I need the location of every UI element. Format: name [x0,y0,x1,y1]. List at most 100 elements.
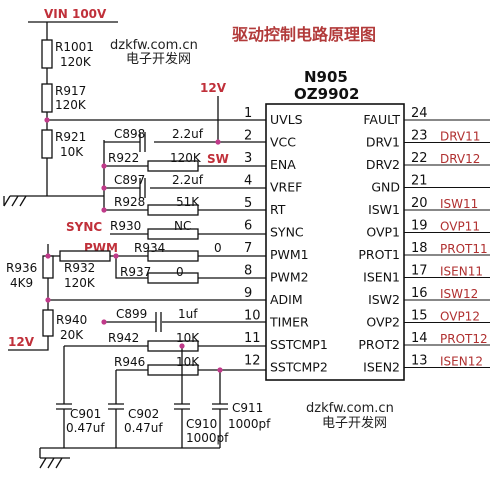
pin-name-sync: SYNC [270,225,304,240]
pin-name-rt: RT [270,202,286,217]
pin-name-ovp2: OVP2 [366,315,400,330]
resistor-r940 [42,309,54,337]
pin-name-isen2: ISEN2 [363,360,400,375]
pin-name-drv1: DRV1 [366,135,400,150]
pin-number-21: 21 [411,174,428,189]
pin-name-isen1: ISEN1 [363,270,400,285]
r1001-val: 120K [60,55,92,69]
pin-number-14: 14 [411,331,428,346]
r937-ref: R937 [120,265,151,279]
resistor-r937 [147,272,199,284]
resistor-r930 [147,228,199,240]
r917-ref: R917 [55,84,86,98]
pin-number-23: 23 [411,129,428,144]
pin-number-3: 3 [244,151,252,166]
c899-ref: C899 [116,307,147,321]
watermark-name-bottom: 电子开发网 [322,415,387,431]
comp-cap-wires [63,346,221,404]
capacitor-c898 [139,132,146,152]
pin-number-1: 1 [244,106,252,121]
v12-top-label: 12V [200,81,227,95]
r946-val: 10K [176,355,200,369]
ic-oz9902-body [265,103,405,381]
pin-name-gnd: GND [371,180,400,195]
capacitor-c902 [108,403,124,410]
r937-val: 0 [176,265,184,279]
pin-name-vref: VREF [270,180,302,195]
c897-ref: C897 [114,173,145,187]
net-label-isen12: ISEN12 [440,355,483,369]
pin-number-18: 18 [411,241,428,256]
pin-name-ena: ENA [270,157,296,172]
pin-number-6: 6 [244,219,252,234]
diagram-title: 驱动控制电路原理图 [232,25,376,44]
pin-number-24: 24 [411,106,428,121]
capacitor-c897 [139,178,146,198]
pin-name-fault: FAULT [363,112,400,127]
c911-ref: C911 [232,401,263,415]
c898-ref: C898 [114,127,145,141]
c902-ref: C902 [128,407,159,421]
pin-name-pwm1: PWM1 [270,247,309,262]
pin-name-sstcmp1: SSTCMP1 [270,337,328,352]
pin-number-17: 17 [411,264,428,279]
r1001-ref: R1001 [55,40,94,54]
right-net-lines: DRV11DRV12ISW11OVP11PROT11ISEN11ISW12OVP… [404,119,490,369]
pin-number-8: 8 [244,264,252,279]
pin-name-vcc: VCC [270,135,296,150]
pin-number-20: 20 [411,196,428,211]
pin-number-4: 4 [244,174,252,189]
r942-val: 10K [176,331,200,345]
pin-number-7: 7 [244,241,252,256]
pin-name-isw2: ISW2 [368,292,400,307]
pin-name-prot1: PROT1 [358,247,400,262]
c897-val: 2.2uf [172,173,204,187]
pin-number-22: 22 [411,151,428,166]
pin-number-13: 13 [411,354,428,369]
watermark-site-top: dzkfw.com.cn [110,38,198,53]
pwm2-wire [115,256,266,279]
c901-ref: C901 [70,407,101,421]
v12-left-label: 12V [8,335,35,349]
pin-number-5: 5 [244,196,252,211]
resistor-r917 [41,83,53,113]
pin-number-16: 16 [411,286,428,301]
resistor-r932 [59,250,111,262]
r934-val: 0 [214,241,222,255]
sw-signal-label: SW [207,152,229,166]
r932-ref: R932 [64,261,95,275]
pin-name-timer: TIMER [269,315,309,330]
v12-left-wire [8,336,49,351]
r940-val: 20K [60,328,84,342]
r922-ref: R922 [108,151,139,165]
vin-rail-label: VIN 100V [44,7,107,21]
c910-ref: C910 [186,417,217,431]
resistor-r922 [147,160,199,172]
c898-val: 2.2uf [172,127,204,141]
r936-val: 4K9 [10,276,33,290]
ground-left-wire [10,140,105,197]
resistor-r946 [147,364,199,376]
resistor-r936 [42,255,54,279]
net-label-drv11: DRV11 [440,130,480,144]
c899-val: 1uf [178,307,198,321]
resistor-r934 [147,250,199,262]
watermark-name-top: 电子开发网 [126,51,191,67]
r928-val: 51K [176,195,200,209]
r930-val: NC [174,219,191,233]
r922-val: 120K [170,151,202,165]
c911-val: 1000pf [228,417,271,431]
v12-vcc-wire [217,96,266,143]
chip-name-oz9902: OZ9902 [294,85,359,103]
pin-number-15: 15 [411,309,428,324]
r934-ref: R934 [134,241,165,255]
r936-ref: R936 [6,261,37,275]
r930-ref: R930 [110,219,141,233]
net-label-isw11: ISW11 [440,197,478,211]
junction-dots [44,117,223,373]
r940-ref: R940 [56,313,87,327]
resistor-r921 [41,129,53,159]
pin-name-prot2: PROT2 [358,337,400,352]
r917-val: 120K [55,98,87,112]
